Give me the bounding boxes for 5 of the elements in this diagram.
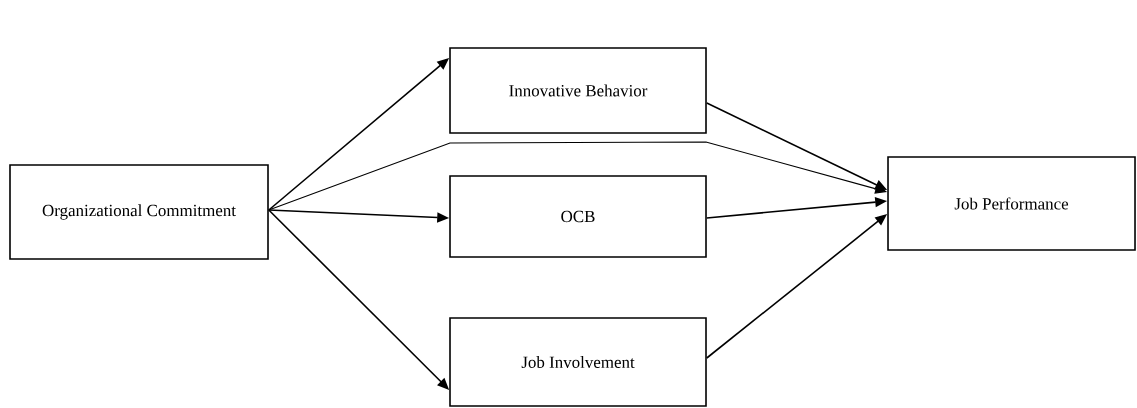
process-box: OCB <box>449 175 707 258</box>
process-box: Job Involvement <box>449 317 707 407</box>
process-box: Organizational Commitment <box>9 164 269 260</box>
process-box: Innovative Behavior <box>449 47 707 134</box>
process-box: Job Performance <box>887 156 1136 251</box>
